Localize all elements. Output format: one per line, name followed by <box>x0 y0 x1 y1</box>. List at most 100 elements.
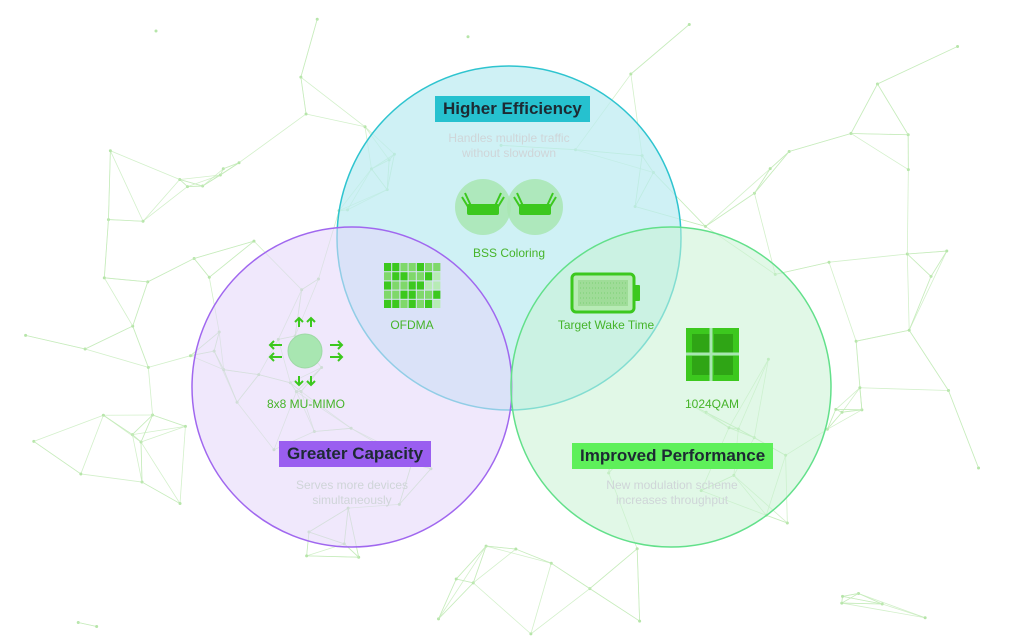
network-line <box>140 442 143 483</box>
network-line <box>842 595 883 605</box>
network-line <box>841 602 926 619</box>
network-line <box>858 593 926 619</box>
network-line <box>456 578 474 584</box>
network-line <box>202 162 240 187</box>
network-node <box>834 407 838 411</box>
network-line <box>108 150 111 220</box>
network-line <box>472 545 487 583</box>
network-node <box>188 354 192 358</box>
network-node <box>178 502 182 506</box>
network-line <box>850 83 878 134</box>
network-line <box>906 253 910 331</box>
network-line <box>152 414 186 427</box>
network-node <box>923 616 927 620</box>
network-node <box>956 44 960 48</box>
network-node <box>768 167 772 171</box>
network-line <box>110 150 144 222</box>
network-line <box>179 179 203 187</box>
network-line <box>789 133 852 152</box>
network-node <box>687 22 691 26</box>
network-line <box>589 548 638 589</box>
network-line <box>858 593 883 605</box>
network-node <box>906 168 910 172</box>
network-node <box>102 276 106 280</box>
network-line <box>908 250 948 331</box>
target-wake-time-label: Target Wake Time <box>557 318 655 332</box>
network-line <box>828 253 908 263</box>
network-node <box>841 594 845 598</box>
performance-title: Improved Performance <box>572 443 774 469</box>
network-node <box>154 29 158 33</box>
performance-desc-line1: New modulation scheme <box>606 478 738 492</box>
network-line <box>636 548 641 622</box>
dual-router-icon <box>455 179 563 235</box>
network-line <box>766 514 788 524</box>
capacity-desc-line1: Serves more devices <box>295 478 409 492</box>
network-line <box>856 329 910 342</box>
network-node <box>252 239 256 243</box>
network-line <box>194 240 255 259</box>
network-line <box>908 276 932 331</box>
network-line <box>877 46 958 85</box>
network-line <box>948 390 979 469</box>
network-node <box>24 333 28 337</box>
network-line <box>142 179 181 222</box>
network-line <box>33 441 82 475</box>
capacity-title: Greater Capacity <box>279 441 432 467</box>
network-line <box>187 185 203 187</box>
network-line <box>148 355 191 368</box>
network-line <box>754 168 771 194</box>
network-node <box>945 249 949 253</box>
network-line <box>850 133 909 170</box>
network-node <box>454 577 458 581</box>
network-line <box>530 563 552 634</box>
network-line <box>841 602 883 605</box>
network-line <box>300 76 366 128</box>
performance-description: New modulation scheme increases throughp… <box>572 478 772 508</box>
network-line <box>141 481 181 504</box>
ofdma-label: OFDMA <box>390 318 434 332</box>
network-line <box>841 593 859 604</box>
network-node <box>95 624 99 628</box>
network-line <box>438 582 474 620</box>
network-line <box>132 414 153 435</box>
multi-arrow-icon <box>268 316 344 387</box>
network-line <box>78 622 97 627</box>
network-line <box>930 250 948 277</box>
network-line <box>132 281 149 327</box>
quad-square-icon <box>686 328 739 381</box>
network-line <box>907 253 932 277</box>
network-line <box>850 133 909 136</box>
network-line <box>103 414 142 443</box>
network-line <box>705 168 771 227</box>
network-line <box>438 545 487 620</box>
network-line <box>104 277 148 283</box>
network-line <box>630 24 690 75</box>
network-line <box>486 545 516 550</box>
network-line <box>877 83 909 135</box>
network-line <box>438 578 457 620</box>
network-line <box>486 545 552 564</box>
capacity-desc-line2: simultaneously <box>312 493 392 507</box>
network-node <box>858 386 862 390</box>
network-line <box>193 258 210 278</box>
network-line <box>33 414 104 442</box>
network-line <box>131 434 143 483</box>
network-node <box>638 619 642 623</box>
network-line <box>147 367 153 416</box>
network-line <box>842 593 859 597</box>
bss-coloring-label: BSS Coloring <box>472 246 546 260</box>
network-node <box>514 547 518 551</box>
network-node <box>827 260 831 264</box>
network-line <box>859 387 949 391</box>
network-line <box>859 387 863 410</box>
network-line <box>103 277 134 327</box>
network-node <box>529 632 533 636</box>
network-line <box>179 179 188 187</box>
network-line <box>108 219 144 222</box>
qam-label: 1024QAM <box>684 397 740 411</box>
network-line <box>472 582 532 635</box>
efficiency-desc-line2: without slowdown <box>461 146 557 160</box>
network-line <box>827 409 863 430</box>
network-line <box>80 415 104 475</box>
